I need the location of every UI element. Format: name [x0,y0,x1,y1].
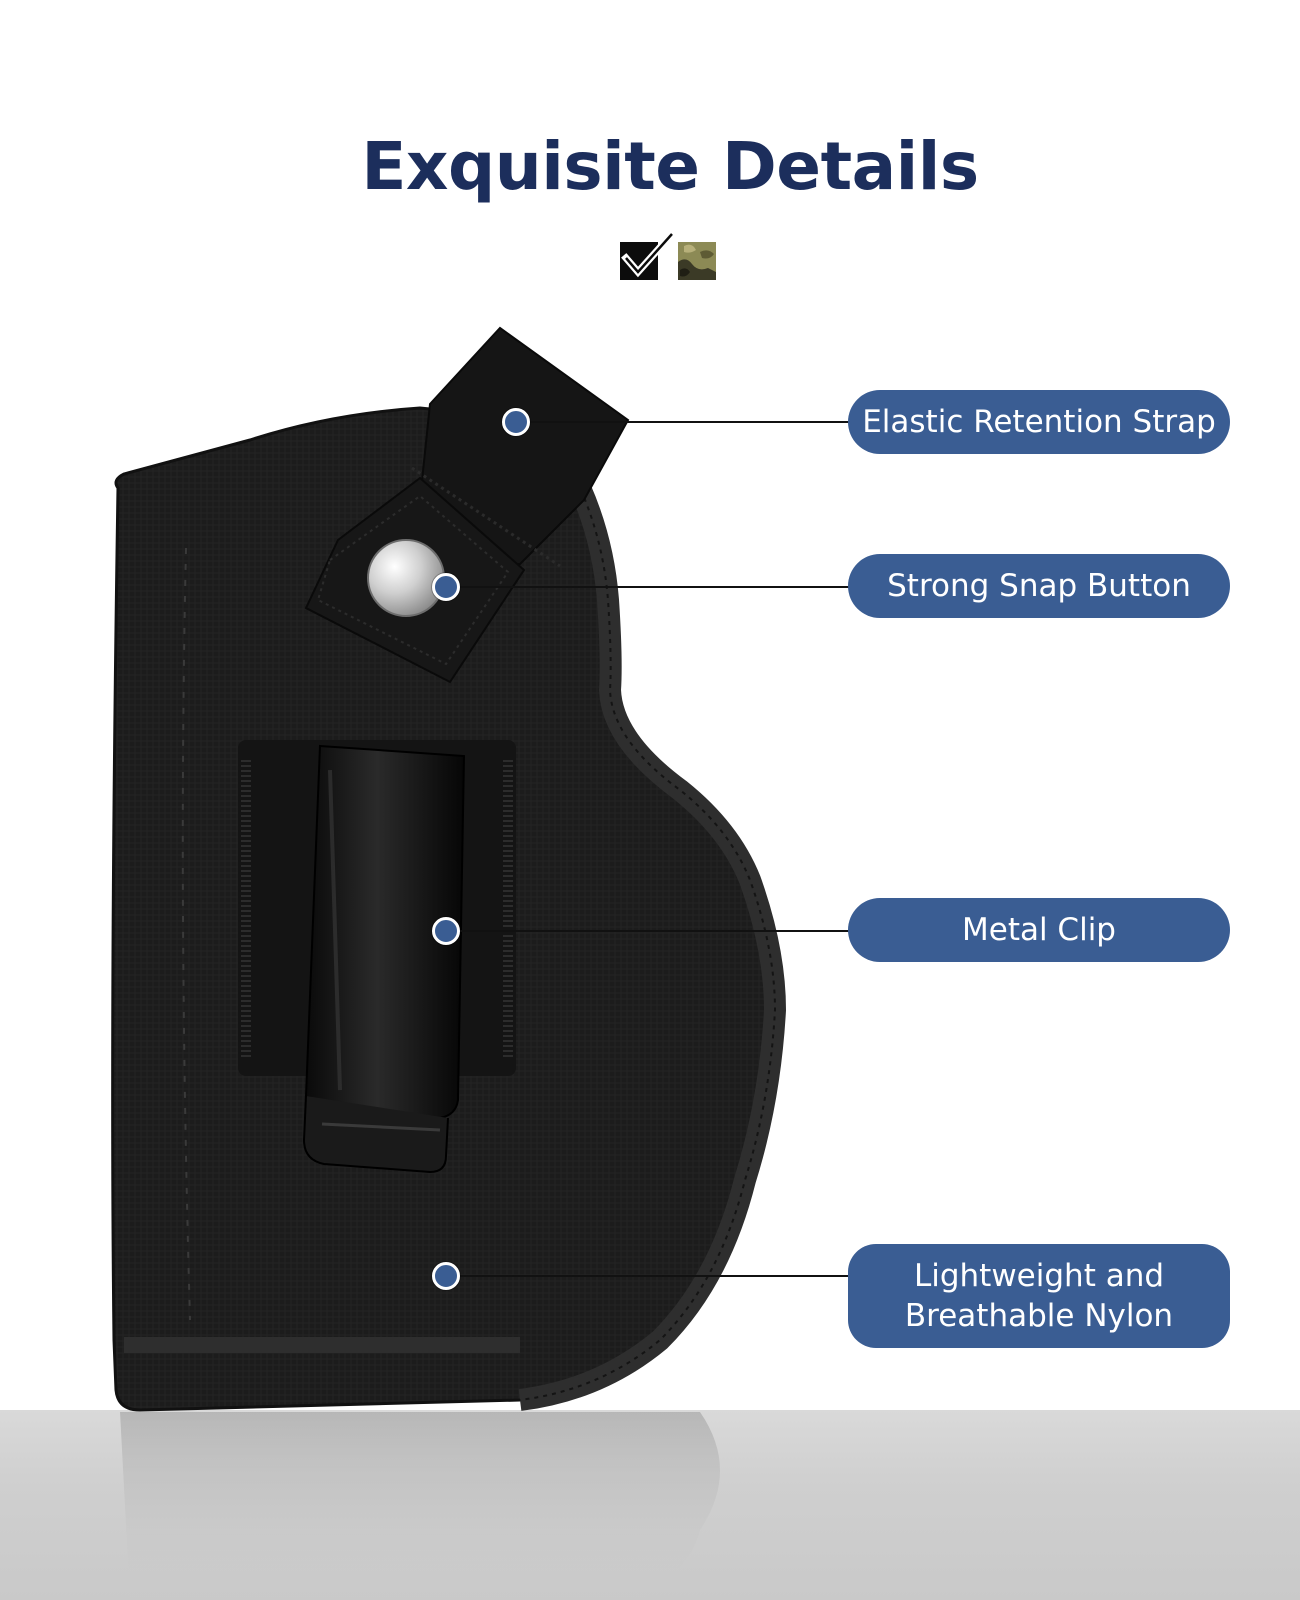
callout-dot-strap [502,408,530,436]
color-swatch-black[interactable] [620,229,677,280]
snap-button-icon [367,539,445,617]
callout-line-strap [520,421,850,423]
callout-label-snap: Strong Snap Button [848,554,1230,618]
holster-reflection [120,1412,720,1600]
callout-line-snap [450,586,850,588]
callout-label-nylon-line-2: Breathable Nylon [904,1298,1174,1334]
callout-label-clip: Metal Clip [848,898,1230,962]
color-swatch-camo[interactable] [678,242,716,280]
callout-dot-clip [432,917,460,945]
callout-label-nylon-line-1: Lightweight and [913,1257,1165,1294]
callout-line-nylon [450,1275,850,1277]
callout-label-strap: Elastic Retention Strap [848,390,1230,454]
callout-line-clip [450,930,850,932]
callout-label-nylon: Lightweight and Breathable Nylon [848,1244,1230,1348]
callout-dot-snap [432,573,460,601]
page-title: Exquisite Details [361,128,979,205]
callout-dot-nylon [432,1262,460,1290]
checkmark-icon [621,229,677,278]
camo-pattern-icon [678,242,716,280]
